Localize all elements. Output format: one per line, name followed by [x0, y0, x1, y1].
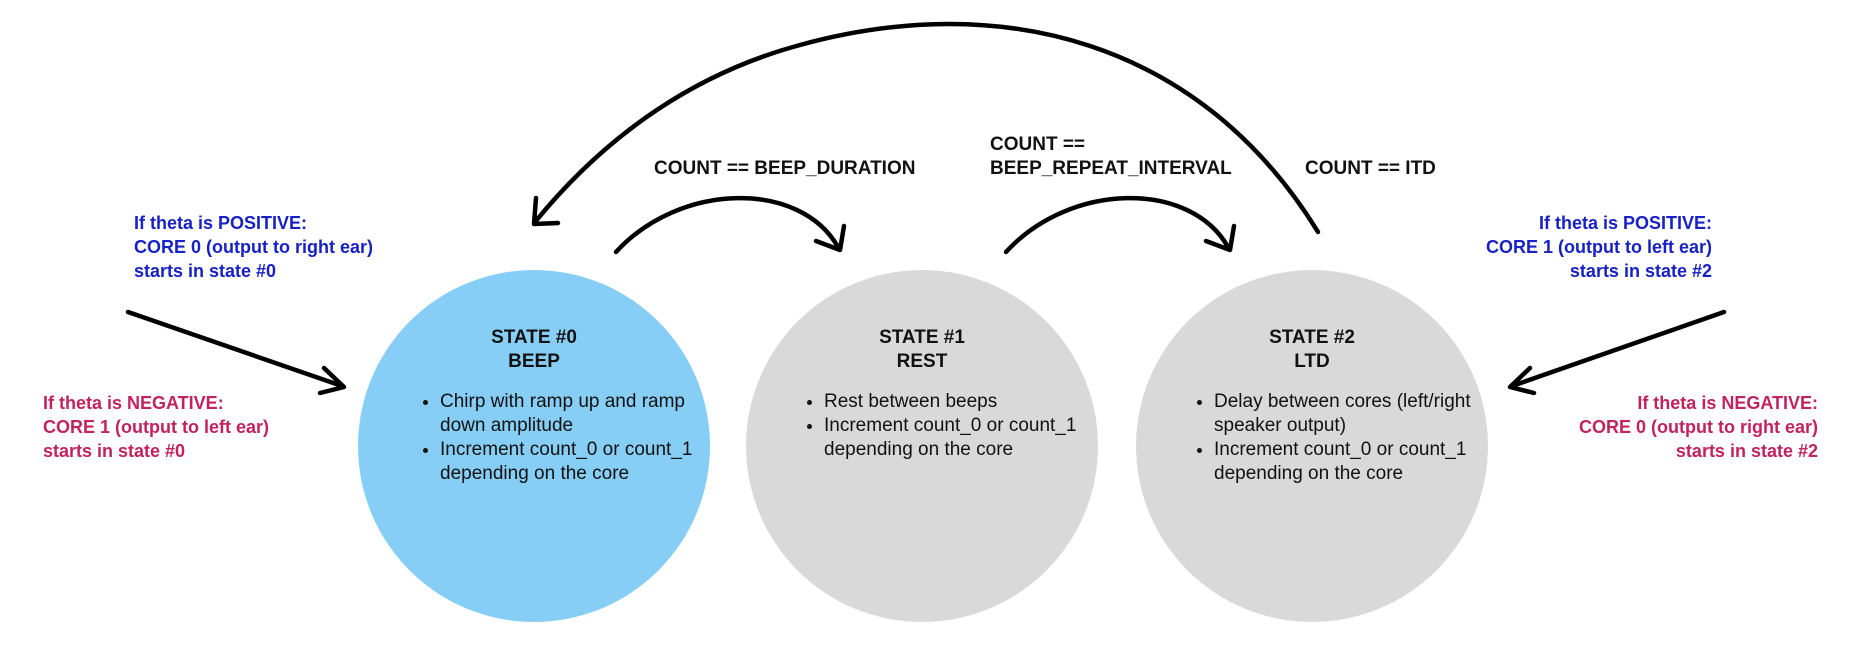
- entry-arrow-left-head: [317, 365, 347, 396]
- arrow-beep-to-rest-head: [813, 223, 847, 253]
- state-description: Rest between beeps Increment count_0 or …: [802, 390, 1094, 462]
- arrow-ltd-to-beep: [532, 21, 1321, 235]
- entry-arrow-right: [1509, 309, 1727, 389]
- state-description: Delay between cores (left/right speaker …: [1192, 390, 1494, 486]
- state-bullet: Increment count_0 or count_1 depending o…: [824, 414, 1094, 462]
- arrow-rest-to-ltd: [1003, 195, 1231, 255]
- state-name: BEEP: [508, 351, 560, 372]
- state-bullet: Delay between cores (left/right speaker …: [1214, 390, 1494, 438]
- note-right-positive: If theta is POSITIVE: CORE 1 (output to …: [1486, 213, 1712, 281]
- arrow-ltd-to-beep-head: [531, 195, 561, 227]
- state-bullet: Increment count_0 or count_1 depending o…: [1214, 438, 1494, 486]
- entry-arrow-right-head: [1507, 365, 1537, 396]
- state-beep: STATE #0 BEEP Chirp with ramp up and ram…: [358, 270, 710, 622]
- arrow-beep-to-rest: [613, 195, 841, 255]
- note-left-negative: If theta is NEGATIVE: CORE 1 (output to …: [43, 393, 269, 461]
- state-name: REST: [896, 351, 948, 372]
- state-title: STATE #0: [491, 327, 577, 348]
- state-bullet: Rest between beeps: [824, 390, 1094, 414]
- transition-label-beep-repeat-interval: COUNT == BEEP_REPEAT_INTERVAL: [990, 134, 1232, 179]
- note-right-negative: If theta is NEGATIVE: CORE 0 (output to …: [1579, 393, 1818, 461]
- state-name: LTD: [1294, 351, 1330, 372]
- state-bullet: Increment count_0 or count_1 depending o…: [440, 438, 710, 486]
- transition-label-itd: COUNT == ITD: [1305, 158, 1436, 179]
- state-rest: STATE #1 REST Rest between beeps Increme…: [746, 270, 1098, 622]
- state-bullet: Chirp with ramp up and ramp down amplitu…: [440, 390, 710, 438]
- transition-label-beep-duration: COUNT == BEEP_DURATION: [654, 158, 916, 179]
- arrow-rest-to-ltd-head: [1203, 223, 1237, 253]
- state-ltd: STATE #2 LTD Delay between cores (left/r…: [1136, 270, 1488, 622]
- state-description: Chirp with ramp up and ramp down amplitu…: [418, 390, 710, 486]
- note-left-positive: If theta is POSITIVE: CORE 0 (output to …: [134, 213, 373, 281]
- state-title: STATE #1: [879, 327, 965, 348]
- state-title: STATE #2: [1269, 327, 1355, 348]
- entry-arrow-left: [125, 309, 345, 389]
